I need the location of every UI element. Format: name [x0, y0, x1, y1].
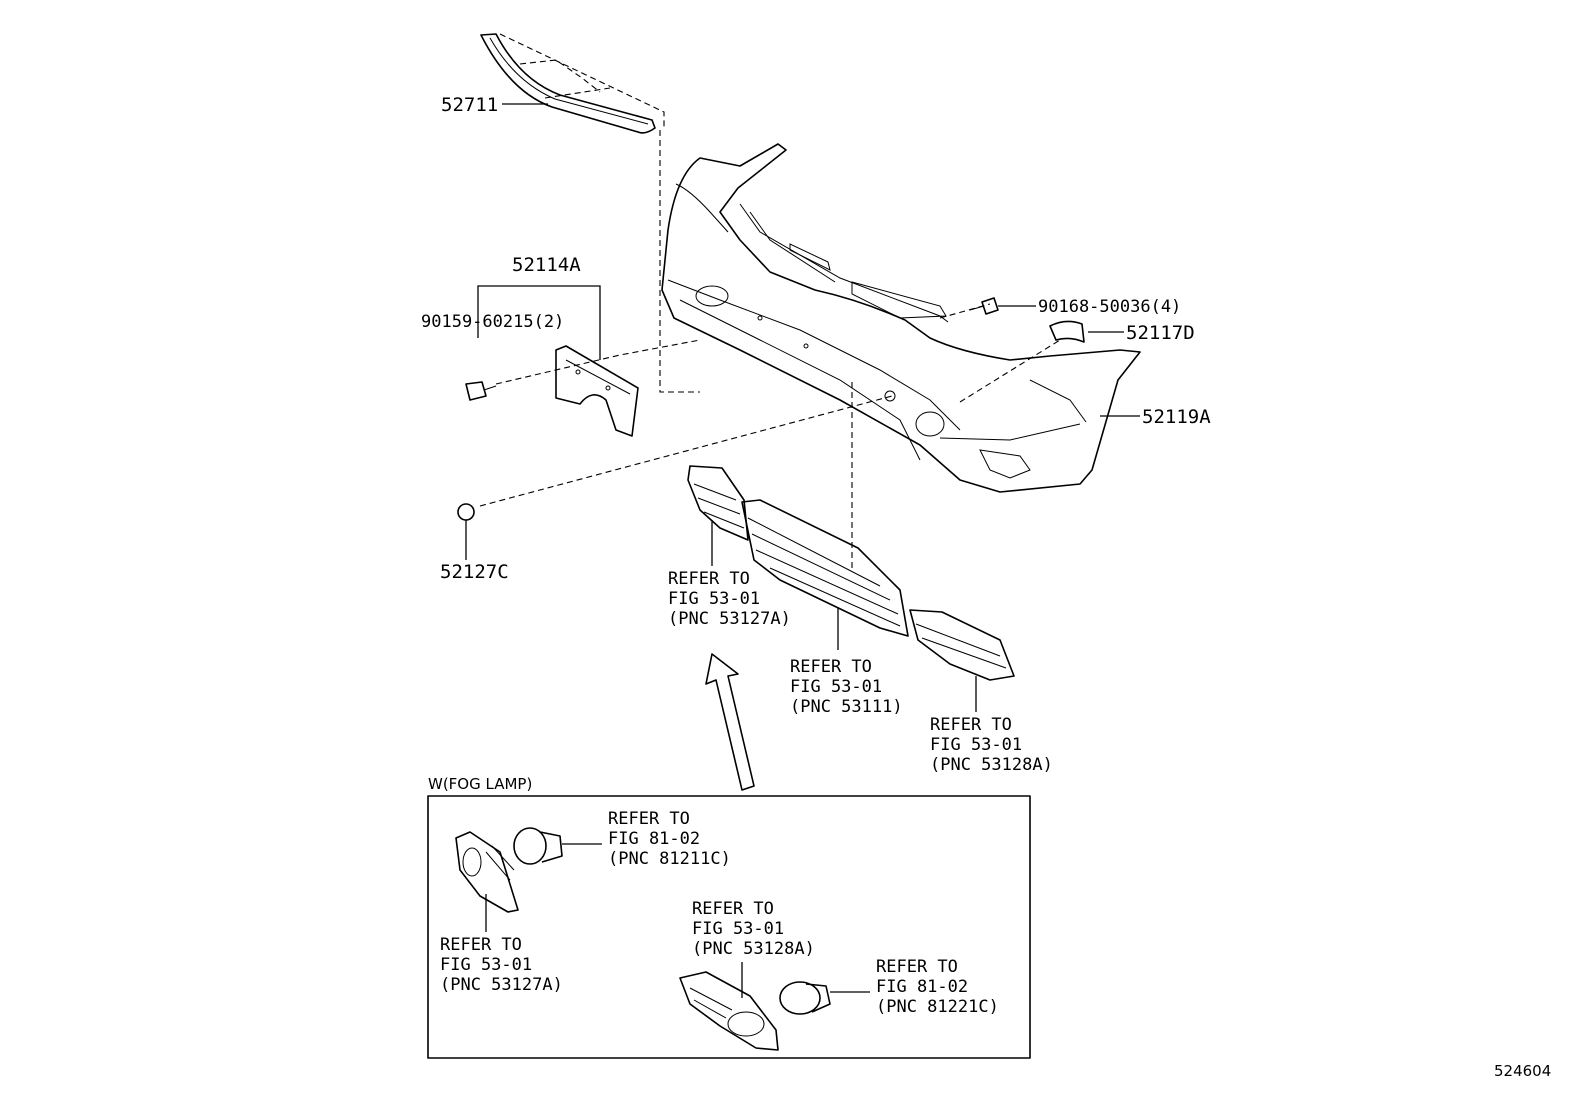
screw-90159[interactable]	[465, 381, 497, 401]
ref-53128A-line3: (PNC 53128A)	[930, 755, 1053, 775]
ref-53128A-line2: FIG 53-01	[930, 735, 1022, 755]
fog-lamp-right-81221C[interactable]	[779, 981, 831, 1015]
ref-53128A-line1: REFER TO	[930, 715, 1012, 735]
bracket-leader-52114A	[477, 285, 601, 360]
ref-81221C-line2: FIG 81-02	[876, 977, 968, 997]
part-label-52127C: 52127C	[440, 561, 509, 583]
fog-bezel-left-53127A[interactable]	[455, 831, 519, 913]
part-label-52119A: 52119A	[1142, 406, 1211, 428]
ref-81221C-line1: REFER TO	[876, 957, 958, 977]
fog-box-title: W(FOG LAMP)	[428, 775, 532, 793]
molding-52711[interactable]	[480, 33, 656, 134]
clip-52117D[interactable]	[1049, 320, 1085, 343]
ref-53127A-line2: FIG 53-01	[668, 589, 760, 609]
ref-53111-line2: FIG 53-01	[790, 677, 882, 697]
part-label-52114A: 52114A	[512, 254, 581, 276]
assembly-guide-lines	[479, 33, 1061, 570]
cap-52127C[interactable]	[457, 503, 475, 521]
screw-90168[interactable]	[969, 297, 999, 315]
part-label-90159: 90159-60215(2)	[421, 312, 564, 332]
part-label-52117D: 52117D	[1126, 322, 1195, 344]
ref-81211C-line2: FIG 81-02	[608, 829, 700, 849]
fog-ref-53127A-line1: REFER TO	[440, 935, 522, 955]
grille-center-53111[interactable]	[741, 499, 909, 637]
fog-ref-53128A-line1: REFER TO	[692, 899, 774, 919]
part-label-52711: 52711	[441, 94, 498, 116]
grille-left-53127A[interactable]	[687, 465, 749, 541]
fog-lamp-left-81211C[interactable]	[513, 827, 563, 865]
diagram-id: 524604	[1494, 1062, 1551, 1080]
ref-53127A-line1: REFER TO	[668, 569, 750, 589]
fog-ref-53127A-line3: (PNC 53127A)	[440, 975, 563, 995]
ref-53111-line1: REFER TO	[790, 657, 872, 677]
ref-81221C-line3: (PNC 81221C)	[876, 997, 999, 1017]
ref-81211C-line1: REFER TO	[608, 809, 690, 829]
fog-lamp-box	[427, 795, 1031, 1059]
grille-right-53128A[interactable]	[909, 609, 1015, 681]
fog-ref-53128A-line2: FIG 53-01	[692, 919, 784, 939]
bracket-52114A[interactable]	[555, 345, 639, 437]
part-label-90168: 90168-50036(4)	[1038, 297, 1181, 317]
variant-arrow	[705, 653, 755, 791]
ref-81211C-line3: (PNC 81211C)	[608, 849, 731, 869]
fog-ref-53128A-line3: (PNC 53128A)	[692, 939, 815, 959]
fog-bezel-right-53128A[interactable]	[679, 971, 779, 1051]
fog-ref-53127A-line2: FIG 53-01	[440, 955, 532, 975]
ref-53127A-line3: (PNC 53127A)	[668, 609, 791, 629]
bumper-cover-52119A[interactable]	[661, 143, 1141, 493]
ref-53111-line3: (PNC 53111)	[790, 697, 903, 717]
